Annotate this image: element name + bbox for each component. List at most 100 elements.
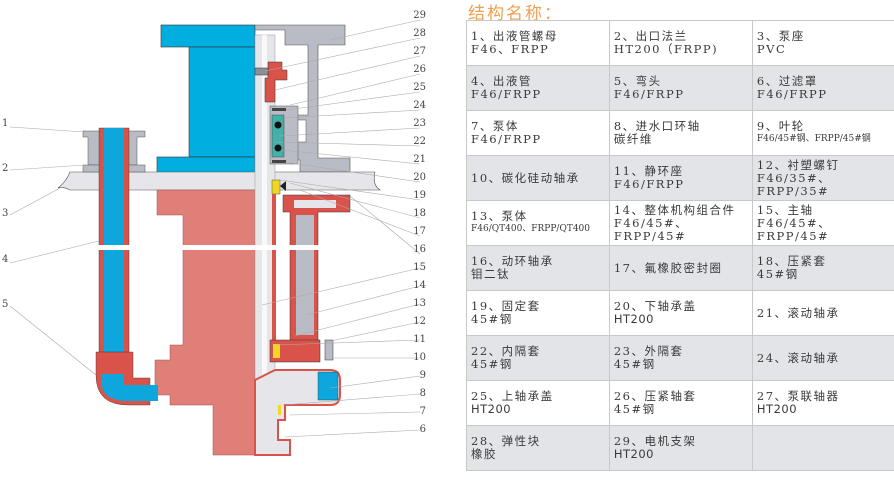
part-material: HT200 <box>613 312 654 326</box>
part-cell: 8、进水口环轴碳纤维 <box>608 110 753 156</box>
callout-21: 21 <box>413 154 426 165</box>
part-material: F46/FRPP <box>471 87 542 101</box>
callout-labels-left: 1 2 3 4 5 <box>2 118 8 310</box>
silicon-carbide-bearing <box>273 344 280 358</box>
part-name: 28、弹性块 <box>471 434 541 448</box>
static-ring-seat <box>269 339 321 363</box>
part-material: F46/45#、FRPP/45# <box>756 215 832 243</box>
part-name: 4、出液管 <box>471 74 532 88</box>
callout-leaders-left <box>9 126 100 376</box>
fixed-sleeve <box>271 179 281 195</box>
part-name: 7、泵体 <box>471 119 519 133</box>
part-name: 12、衬塑螺钉 <box>756 157 840 172</box>
part-name: 6、过滤罩 <box>756 74 818 88</box>
part-name: 1、出液管螺母 <box>471 29 558 43</box>
callout-5: 5 <box>2 299 8 310</box>
part-name: 13、泵体 <box>471 209 528 223</box>
part-cell: 17、氟橡胶密封圈 <box>608 245 753 291</box>
callout-28: 28 <box>413 28 426 39</box>
part-material: 45#钢 <box>471 357 513 371</box>
part-material: PVC <box>756 42 787 56</box>
rolling-bearing-upper <box>274 121 282 129</box>
part-name: 20、下轴承盖 <box>613 299 697 313</box>
upper-bearing-cover <box>272 108 286 111</box>
lined-screw <box>324 339 334 361</box>
part-name: 16、动环轴承 <box>471 254 554 268</box>
part-name: 24、滚动轴承 <box>756 350 840 365</box>
column-top-slot <box>294 200 336 208</box>
part-name: 15、主轴 <box>756 202 814 217</box>
part-material: 碳纤维 <box>613 132 653 146</box>
part-name: 23、外隔套 <box>613 344 684 358</box>
part-name: 9、叶轮 <box>756 119 805 133</box>
part-cell: 28、弹性块橡胶 <box>466 425 610 471</box>
callout-12: 12 <box>413 316 426 327</box>
callout-26: 26 <box>413 64 426 75</box>
callout-23: 23 <box>413 118 426 129</box>
part-cell: 24、滚动轴承 <box>751 335 894 381</box>
part-material: 45#钢 <box>471 312 513 326</box>
part-name: 17、氟橡胶密封圈 <box>613 260 723 275</box>
callout-19: 19 <box>413 190 426 201</box>
part-cell <box>751 425 894 471</box>
callout-10: 10 <box>413 352 426 363</box>
part-name: 10、碳化硅动轴承 <box>471 170 580 185</box>
callout-6: 6 <box>420 424 426 435</box>
callout-13: 13 <box>413 298 426 309</box>
structure-names-title: 结构名称： <box>468 4 563 24</box>
part-cell: 16、动环轴承钼二钛 <box>466 245 610 291</box>
callout-7: 7 <box>420 406 426 417</box>
inlet-ring-shaft <box>278 405 281 415</box>
elbow-fluid <box>101 374 158 401</box>
break-line <box>60 245 370 250</box>
part-material: HT200 <box>471 402 512 416</box>
pump-cross-section-diagram: 1 2 3 4 5 29 28 27 26 25 24 23 22 21 20 … <box>2 10 426 456</box>
part-material: F46/45#、FRPP/45# <box>613 215 689 243</box>
callout-leaders-right <box>261 19 421 438</box>
part-name: 27、泵联轴器 <box>756 389 840 403</box>
part-name: 3、泵座 <box>756 29 805 43</box>
part-name: 11、静环座 <box>613 164 684 178</box>
callout-labels-right: 29 28 27 26 25 24 23 22 21 20 19 18 17 1… <box>413 10 426 435</box>
part-material: F46/FRPP <box>471 132 542 146</box>
rolling-bearing-lower <box>274 144 282 152</box>
pump-body <box>154 189 256 456</box>
part-name: 5、弯头 <box>613 74 662 88</box>
part-name: 14、整体机构组合件 <box>613 202 736 217</box>
part-material: 橡胶 <box>471 447 497 461</box>
part-material: 45#钢 <box>756 267 799 281</box>
part-material: 45#钢 <box>613 357 656 371</box>
part-material: HT200（FRPP) <box>613 42 719 56</box>
callout-24: 24 <box>413 100 426 111</box>
part-material: F46/45#钢、FRPP/45#钢 <box>756 134 871 144</box>
part-material: F46、FRPP <box>471 42 550 56</box>
callout-22: 22 <box>413 136 426 147</box>
part-name: 22、内隔套 <box>471 344 541 358</box>
outlet-flange-right <box>128 164 146 173</box>
callout-3: 3 <box>2 208 8 219</box>
callout-27: 27 <box>413 46 426 57</box>
part-material: F46/FRPP <box>613 177 685 191</box>
callout-18: 18 <box>413 208 426 219</box>
